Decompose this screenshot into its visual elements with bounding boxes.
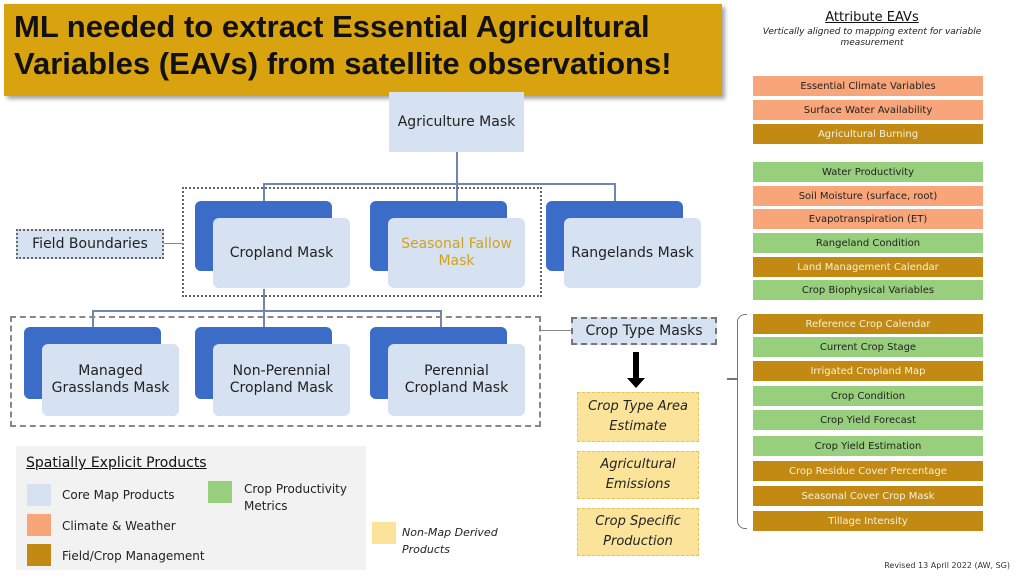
attribute-eav-item: Irrigated Cropland Map [753, 361, 983, 381]
legend-swatch-non-map [372, 522, 396, 544]
seasonal-fallow-mask-box: Seasonal Fallow Mask [388, 218, 525, 288]
attribute-eav-item: Crop Yield Forecast [753, 410, 983, 430]
legend-title: Spatially Explicit Products [26, 455, 207, 471]
managed-grasslands-mask-box: Managed Grasslands Mask [42, 344, 179, 416]
connector-line [456, 152, 458, 184]
attribute-eavs-subtitle: Vertically aligned to mapping extent for… [762, 27, 982, 48]
attribute-eavs-title: Attribute EAVs [825, 10, 919, 25]
attribute-eav-item: Crop Biophysical Variables [753, 280, 983, 300]
legend-swatch-climate [27, 514, 51, 536]
attribute-eav-item: Rangeland Condition [753, 233, 983, 253]
legend-swatch-core [27, 484, 51, 506]
revised-date: Revised 13 April 2022 (AW, SG) [884, 561, 1010, 570]
down-arrow-head-icon [627, 378, 645, 388]
cropland-group-outline [182, 187, 542, 297]
crop-type-masks-label: Crop Type Masks [571, 317, 717, 345]
connector-line [456, 183, 458, 201]
connector-line [263, 183, 265, 201]
legend-panel [16, 446, 366, 570]
attribute-eav-item: Seasonal Cover Crop Mask [753, 486, 983, 506]
attribute-eav-item: Reference Crop Calendar [753, 314, 983, 334]
crop-type-group-outline [10, 316, 541, 427]
attribute-eav-item: Water Productivity [753, 162, 983, 182]
bracket-tip [727, 378, 737, 380]
cropland-mask-box: Cropland Mask [213, 218, 350, 288]
non-perennial-mask-box: Non-Perennial Cropland Mask [213, 344, 350, 416]
derived-product-crop-specific-production: Crop Specific Production [577, 508, 699, 556]
attribute-eav-item: Land Management Calendar [753, 257, 983, 277]
connector-line [92, 310, 442, 312]
derived-product-crop-type-area: Crop Type Area Estimate [577, 392, 699, 442]
connector-line [263, 289, 265, 311]
rangelands-mask-box: Rangelands Mask [564, 218, 701, 288]
connector-line [541, 330, 573, 331]
attribute-eav-item: Evapotranspiration (ET) [753, 209, 983, 229]
connector-line [92, 310, 94, 328]
attribute-eav-item: Surface Water Availability [753, 100, 983, 120]
attribute-eav-item: Essential Climate Variables [753, 76, 983, 96]
attribute-eav-item: Soil Moisture (surface, root) [753, 186, 983, 206]
legend-swatch-productivity [208, 481, 232, 503]
attribute-eav-item: Agricultural Burning [753, 124, 983, 144]
agriculture-mask-box: Agriculture Mask [389, 92, 524, 152]
connector-line [164, 243, 184, 244]
legend-label-non-map: Non-Map Derived Products [402, 526, 498, 556]
legend-swatch-field [27, 544, 51, 566]
legend-label-climate: Climate & Weather [62, 519, 176, 533]
title-banner [4, 4, 722, 96]
attribute-eav-item: Crop Condition [753, 386, 983, 406]
attribute-eav-item: Crop Yield Estimation [753, 436, 983, 456]
connector-line [440, 310, 442, 328]
legend-label-productivity: Crop Productivity Metrics [244, 482, 347, 513]
down-arrow-icon [633, 352, 639, 380]
perennial-mask-box: Perennial Cropland Mask [388, 344, 525, 416]
legend-label-field: Field/Crop Management [62, 549, 205, 563]
crop-attributes-bracket [737, 314, 747, 529]
field-boundaries-box: Field Boundaries [16, 229, 164, 259]
connector-line [614, 183, 616, 201]
attribute-eav-item: Tillage Intensity [753, 511, 983, 531]
derived-product-agricultural-emissions: Agricultural Emissions [577, 451, 699, 499]
connector-line [263, 183, 615, 185]
legend-label-core: Core Map Products [62, 488, 175, 502]
attribute-eav-item: Current Crop Stage [753, 337, 983, 357]
attribute-eav-item: Crop Residue Cover Percentage [753, 461, 983, 481]
connector-line [263, 310, 265, 328]
page-title: ML needed to extract Essential Agricultu… [14, 9, 672, 81]
